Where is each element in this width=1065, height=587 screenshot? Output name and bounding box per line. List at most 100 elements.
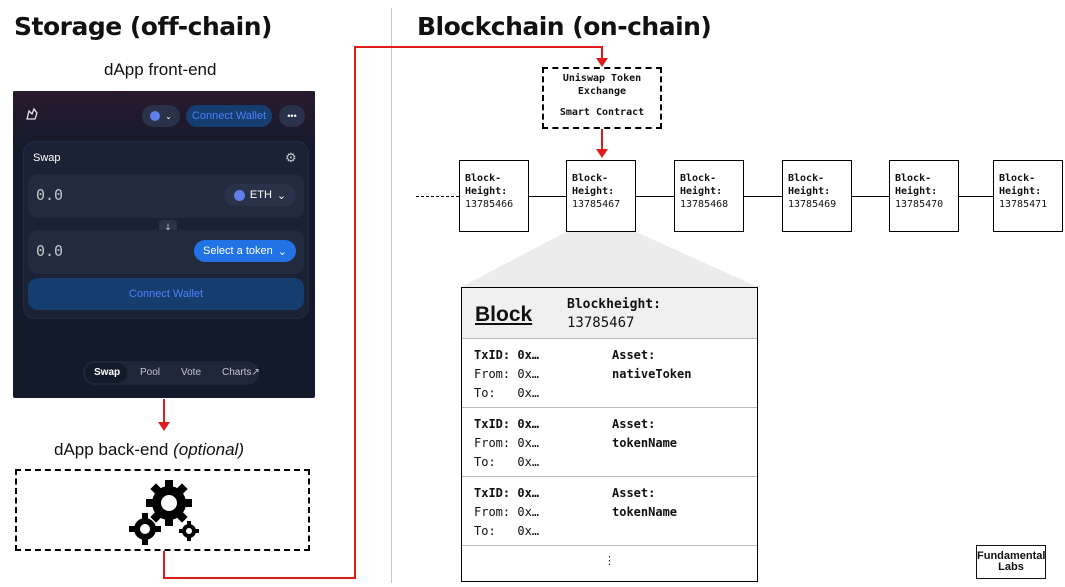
blockheight-label: Blockheight: (567, 297, 661, 312)
bottom-nav: Swap Pool Vote Charts↗ (83, 361, 260, 385)
blockchain-heading: Blockchain (on-chain) (417, 12, 712, 41)
block-prefix1: Block- (999, 173, 1036, 184)
eth-icon (233, 189, 245, 201)
input-field-from[interactable]: 0.0 ETH ⌄ (28, 174, 304, 218)
to-label: To: (474, 455, 496, 469)
block-detail-header: Block Blockheight: 13785467 (462, 288, 757, 339)
from-value: 0x… (517, 436, 540, 450)
tx-row: TxID: 0x… From: 0x… To: 0x… Asset: nativ… (462, 338, 757, 408)
connector-contract-to-block (601, 129, 603, 151)
eth-icon (150, 111, 161, 121)
nav-active-bg (85, 363, 127, 383)
block-prefix1: Block- (895, 173, 932, 184)
chain-link-5 (959, 196, 993, 197)
block-height: 13785469 (788, 199, 837, 210)
block-detail-title: Block (475, 303, 533, 326)
select-token-label: Select a token (203, 245, 273, 257)
section-divider (391, 8, 392, 583)
block-prefix2: Height: (572, 186, 615, 197)
connector-backend-down (163, 551, 165, 579)
nav-charts[interactable]: Charts↗ (222, 367, 260, 378)
from-label: From: (474, 367, 511, 381)
connect-wallet-main-button[interactable]: Connect Wallet (28, 278, 304, 310)
smart-contract-box: Uniswap Token Exchange Smart Contract (542, 67, 662, 129)
block-prefix1: Block- (465, 173, 502, 184)
unicorn-logo-icon (25, 106, 39, 120)
network-selector[interactable]: ⌄ (142, 105, 180, 127)
connector-top (354, 46, 603, 48)
to-label: To: (474, 524, 496, 538)
block-13785466: Block- Height: 13785466 (459, 160, 529, 232)
block-height: 13785471 (999, 199, 1048, 210)
backend-label-text: dApp back-end (54, 440, 169, 459)
tx-asset: Asset: tokenName (612, 415, 677, 453)
asset-label: Asset: (612, 417, 656, 431)
swap-title: Swap (33, 152, 61, 164)
txid-value: 0x… (517, 486, 540, 500)
tx-left: TxID: 0x… From: 0x… To: 0x… (474, 415, 539, 472)
arrow-frontend-backend-line (163, 399, 165, 425)
connector-bottom (163, 577, 356, 579)
settings-gear-icon[interactable]: ⚙ (285, 151, 297, 166)
block-height: 13785470 (895, 199, 944, 210)
tx-asset: Asset: nativeToken (612, 346, 691, 384)
arrow-to-block-head (596, 149, 608, 158)
tx-left: TxID: 0x… From: 0x… To: 0x… (474, 484, 539, 541)
txid-value: 0x… (517, 417, 540, 431)
contract-line2: Exchange (577, 86, 627, 97)
to-value: 0x… (517, 524, 540, 538)
block-prefix2: Height: (465, 186, 508, 197)
chevron-down-icon: ⌄ (277, 245, 287, 258)
asset-value: nativeToken (612, 367, 692, 381)
select-token-button[interactable]: Select a token ⌄ (194, 240, 296, 262)
logo-line2: Labs (998, 561, 1024, 573)
dapp-backend-box (15, 469, 310, 551)
to-amount: 0.0 (36, 242, 64, 260)
block-13785468: Block-Height:13785468 (674, 160, 744, 232)
block-prefix1: Block- (680, 173, 717, 184)
from-amount: 0.0 (36, 186, 64, 204)
block-13785471: Block-Height:13785471 (993, 160, 1063, 232)
tx-row: TxID: 0x… From: 0x… To: 0x… Asset: token… (462, 476, 757, 546)
asset-label: Asset: (612, 486, 656, 500)
contract-line3: Smart Contract (559, 107, 645, 118)
txid-label: TxID: (474, 348, 511, 362)
block-13785467: Block-Height:13785467 (566, 160, 636, 232)
arrow-frontend-backend-head (158, 422, 170, 431)
dapp-frontend-screenshot: ⌄ Connect Wallet ••• Swap ⚙ 0.0 ETH ⌄ ↓ … (13, 91, 315, 398)
block-detail: Block Blockheight: 13785467 TxID: 0x… Fr… (461, 287, 758, 582)
from-label: From: (474, 436, 511, 450)
token-selector-eth[interactable]: ETH ⌄ (224, 184, 296, 206)
nav-swap[interactable]: Swap (94, 367, 121, 378)
from-label: From: (474, 505, 511, 519)
storage-heading: Storage (off-chain) (14, 12, 272, 41)
connect-wallet-top-button[interactable]: Connect Wallet (186, 105, 272, 127)
block-13785469: Block-Height:13785469 (782, 160, 852, 232)
blockheight-value: 13785467 (567, 315, 635, 331)
from-value: 0x… (517, 367, 540, 381)
block-13785470: Block- Height: 13785470 (889, 160, 959, 232)
connector-up (354, 46, 356, 579)
block-height: 13785466 (465, 199, 514, 210)
block-prefix2: Height: (895, 186, 938, 197)
input-field-to[interactable]: 0.0 Select a token ⌄ (28, 230, 304, 274)
chain-link-2 (636, 196, 674, 197)
block-height: 13785468 (680, 199, 729, 210)
nav-vote[interactable]: Vote (181, 367, 202, 378)
txid-label: TxID: (474, 417, 511, 431)
from-value: 0x… (517, 505, 540, 519)
more-menu-button[interactable]: ••• (279, 105, 305, 127)
gears-icon (125, 477, 205, 547)
nav-pool[interactable]: Pool (140, 367, 161, 378)
frontend-label: dApp front-end (104, 60, 217, 79)
chain-link-3 (744, 196, 782, 197)
tx-asset: Asset: tokenName (612, 484, 677, 522)
txid-label: TxID: (474, 486, 511, 500)
to-label: To: (474, 386, 496, 400)
chain-link-4 (852, 196, 889, 197)
token-eth-label: ETH (249, 189, 272, 201)
chevron-down-icon: ⌄ (165, 111, 172, 121)
block-height: 13785467 (572, 199, 621, 210)
txid-value: 0x… (517, 348, 540, 362)
